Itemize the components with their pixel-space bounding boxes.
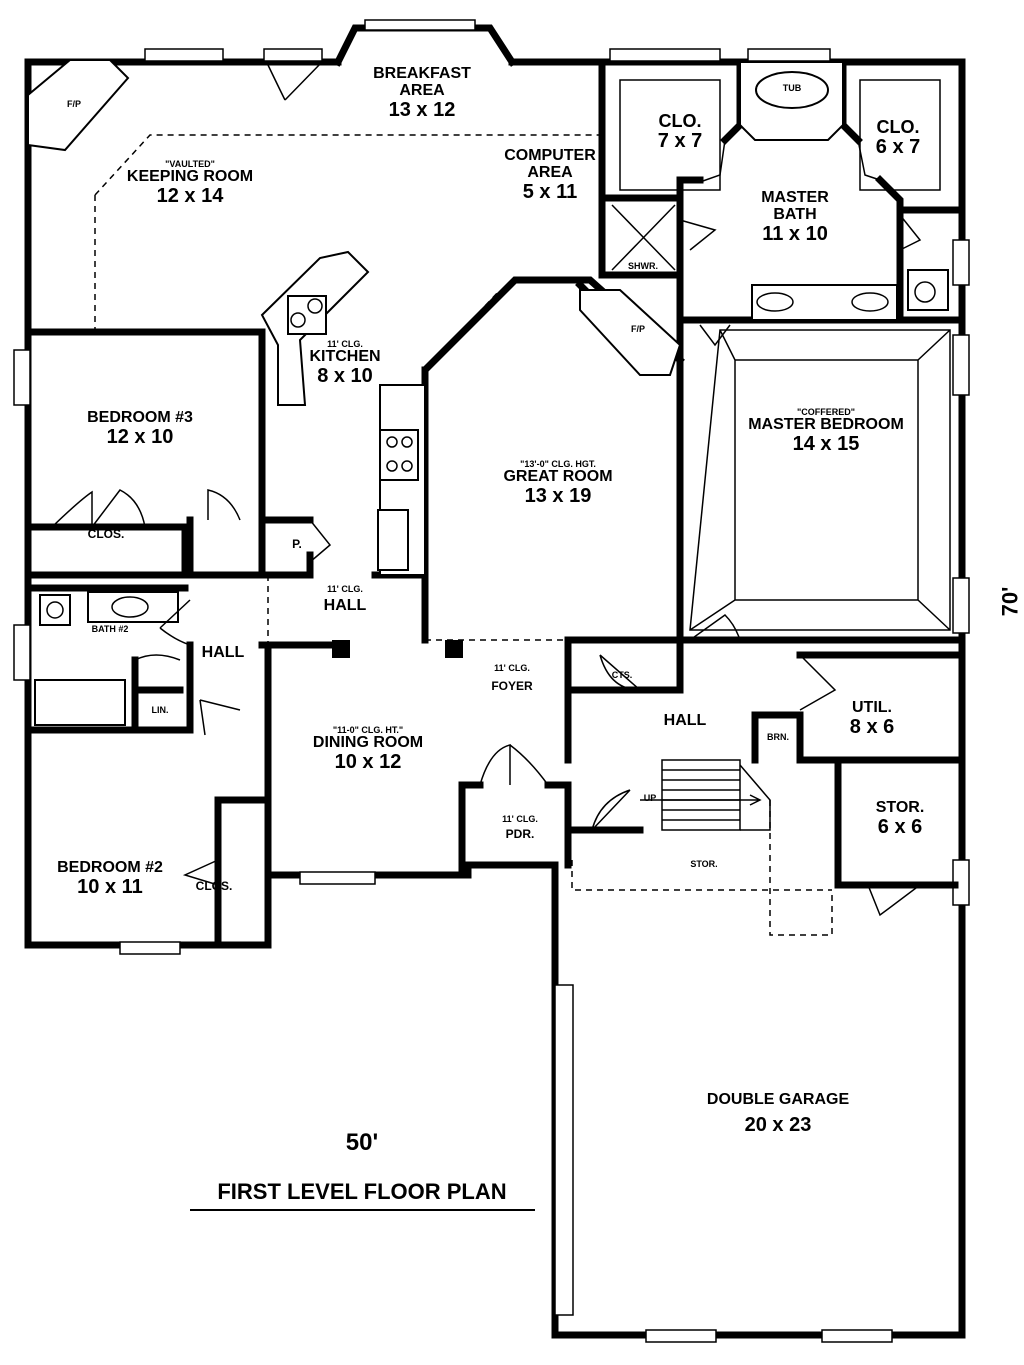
- label-fp-left: F/P: [66, 99, 82, 109]
- room-name: CLO.: [876, 117, 920, 137]
- room-size: 20 x 23: [744, 1113, 812, 1136]
- stairs: [640, 759, 771, 831]
- label-linen: LIN.: [151, 705, 169, 715]
- room-name: DINING ROOM: [312, 734, 424, 752]
- label-pantry: P.: [292, 537, 302, 551]
- room-name: GREAT ROOM: [503, 468, 613, 486]
- label-bedroom-2: BEDROOM #2 10 x 11: [57, 859, 163, 898]
- room-size: 13 x 19: [524, 485, 592, 508]
- room-size: 6 x 7: [875, 135, 921, 158]
- ceiling-note: "VAULTED": [165, 159, 215, 169]
- label-foyer-ceiling: 11' CLG.: [494, 663, 530, 673]
- label-bedroom-3: BEDROOM #3 12 x 10: [87, 409, 193, 448]
- label-hall-center: HALL: [323, 597, 367, 614]
- fireplace-left: [27, 59, 130, 152]
- label-kitchen: 11' CLG. KITCHEN 8 x 10: [309, 339, 381, 388]
- label-powder-room: PDR.: [505, 827, 535, 841]
- door-swings: [51, 61, 922, 917]
- label-pdr-ceiling: 11' CLG.: [502, 814, 538, 824]
- room-name: BREAKFAST AREA: [373, 65, 471, 99]
- label-closet-bed3: CLOS.: [87, 527, 125, 541]
- room-name: UTIL.: [851, 699, 892, 716]
- label-brn: BRN.: [767, 732, 789, 742]
- room-name: BEDROOM #2: [57, 859, 163, 876]
- label-keeping-room: "VAULTED" KEEPING ROOM 12 x 14: [126, 159, 254, 208]
- ceiling-dashed-lines: [94, 79, 951, 936]
- label-shower: SHWR.: [628, 261, 658, 271]
- label-breakfast-area: BREAKFAST AREA 13 x 12: [362, 65, 482, 121]
- bath2-fixtures: [34, 591, 179, 726]
- room-name: MASTER BEDROOM: [748, 416, 904, 434]
- label-up: UP: [643, 793, 657, 803]
- room-size: 12 x 14: [156, 185, 224, 208]
- label-tub: TUB: [782, 83, 802, 93]
- label-hall-right: HALL: [663, 712, 707, 729]
- ceiling-note: "11-0" CLG. HT.": [332, 725, 404, 735]
- room-size: 8 x 6: [849, 715, 895, 738]
- room-size: 6 x 6: [877, 815, 923, 838]
- windows: [13, 19, 970, 1343]
- kitchen-fixtures: [260, 250, 426, 576]
- label-double-garage: DOUBLE GARAGE 20 x 23: [706, 1091, 850, 1136]
- plan-title: FIRST LEVEL FLOOR PLAN: [217, 1179, 507, 1204]
- room-size: 5 x 11: [522, 180, 578, 203]
- label-utility: UTIL. 8 x 6: [849, 699, 895, 738]
- label-dining-room: "11-0" CLG. HT." DINING ROOM 10 x 12: [312, 725, 424, 774]
- room-name: KEEPING ROOM: [126, 168, 254, 186]
- fireplace-great: [579, 289, 682, 376]
- room-name: CLO.: [658, 111, 702, 131]
- label-computer-area: COMPUTER AREA 5 x 11: [500, 147, 600, 203]
- dimension-depth: 70': [997, 586, 1023, 617]
- ceiling-note: "13'-0" CLG. HGT.: [520, 459, 596, 469]
- room-name: STOR.: [875, 799, 925, 816]
- room-size: 11 x 10: [762, 222, 828, 245]
- room-size: 13 x 12: [388, 98, 456, 121]
- label-great-room: "13'-0" CLG. HGT. GREAT ROOM 13 x 19: [503, 459, 613, 508]
- room-name: MASTER BATH: [761, 189, 829, 223]
- label-closet-6x7: CLO. 6 x 7: [876, 118, 920, 158]
- label-bath-2: BATH #2: [91, 624, 129, 634]
- label-closet-bed2: CLOS.: [195, 879, 233, 893]
- ceiling-note: "COFFERED": [796, 407, 856, 417]
- label-hall-ceiling: 11' CLG.: [327, 584, 363, 594]
- room-size: 10 x 12: [334, 751, 402, 774]
- room-name: COMPUTER AREA: [504, 147, 596, 181]
- room-name: DOUBLE GARAGE: [706, 1091, 850, 1108]
- label-storage-hall: STOR.: [690, 859, 718, 869]
- room-size: 8 x 10: [317, 365, 373, 388]
- label-hall-left: HALL: [201, 644, 245, 661]
- dimension-width: 50': [345, 1129, 379, 1156]
- room-size: 10 x 11: [77, 875, 143, 898]
- label-fp-great: F/P: [630, 324, 646, 334]
- room-size: 7 x 7: [657, 129, 703, 152]
- label-master-bedroom: "COFFERED" MASTER BEDROOM 14 x 15: [748, 407, 904, 456]
- room-size: 14 x 15: [792, 433, 860, 456]
- label-cts: CTS.: [611, 670, 633, 680]
- label-storage: STOR. 6 x 6: [875, 799, 925, 838]
- label-foyer: FOYER: [491, 679, 533, 693]
- ceiling-note: 11' CLG.: [327, 339, 363, 349]
- room-size: 12 x 10: [106, 425, 174, 448]
- label-closet-7x7: CLO. 7 x 7: [658, 112, 702, 152]
- room-name: KITCHEN: [309, 348, 381, 366]
- master-bath-fixtures: [611, 61, 949, 321]
- room-name: BEDROOM #3: [87, 409, 193, 426]
- label-master-bath: MASTER BATH 11 x 10: [755, 189, 835, 245]
